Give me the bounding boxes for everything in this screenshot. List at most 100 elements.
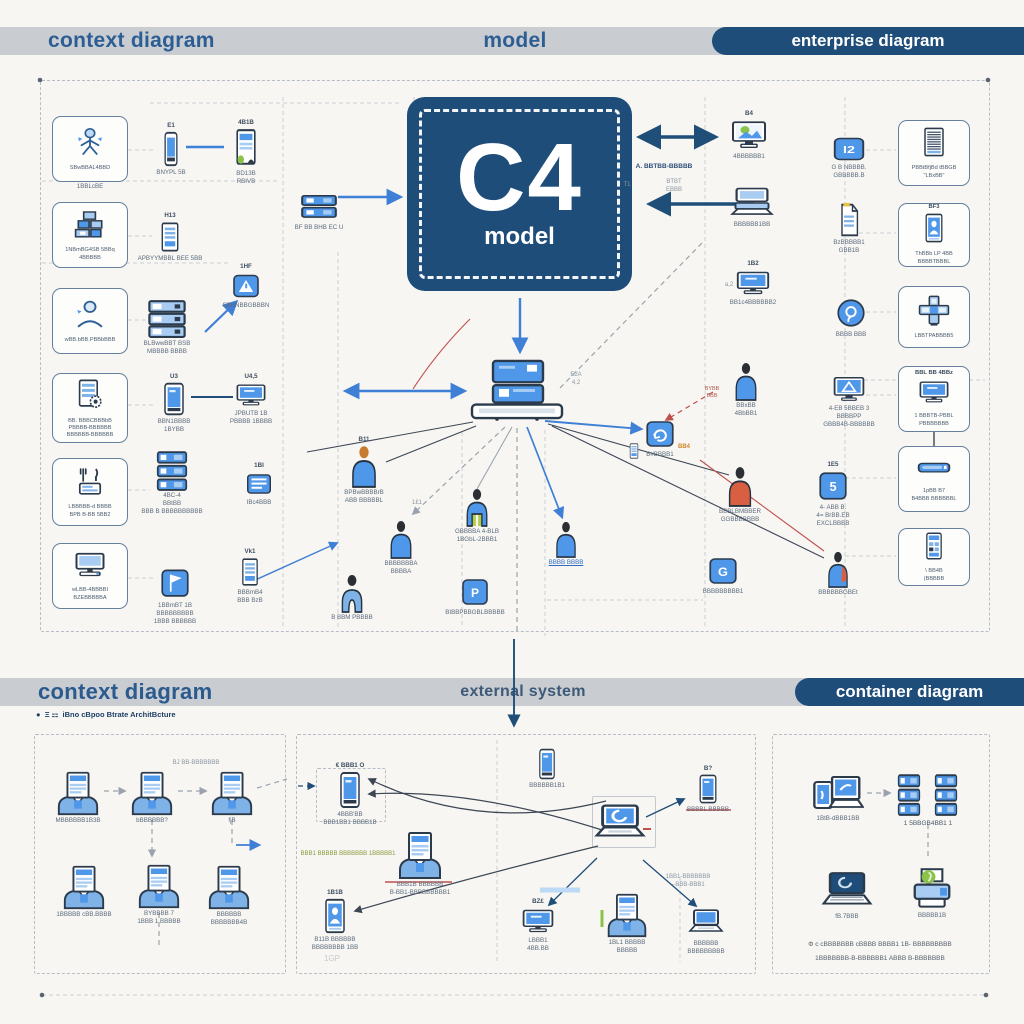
person-box-label: wBB.bBB.PBBbBBB: [64, 336, 116, 343]
server3-icon: [932, 772, 960, 816]
doc-x-node: BzBBBBB1 GBB1B: [833, 202, 865, 254]
tablet-icon: [695, 773, 721, 805]
annotation-5: 1£1: [411, 500, 423, 506]
p1-label: BPBwBBBBrB ABB BBBBBL: [344, 489, 384, 504]
box-lines-node: 1BI IBc4BBB: [244, 462, 274, 506]
p4-label: GBBBBA 4-BLB 1BGbL-2BBB1: [454, 528, 500, 543]
person-icon: [731, 361, 761, 401]
annotation-1: a,2: [724, 282, 734, 288]
server-2-label: BF BB BHB EC U: [294, 224, 344, 231]
monitor-icon: [917, 378, 951, 411]
circle-o-node: BBBB BBB: [834, 296, 868, 338]
laptop-br-label: BBBBBB BBBBBBBBB: [687, 940, 725, 955]
idcard-icon: [320, 897, 350, 935]
calc-box: \ BB4B (BBBBB: [898, 528, 970, 586]
pd-mid-label: BBB1B BBBBBB B-BB1-BBBBBBBBB1: [389, 881, 451, 896]
laptop-dk-label: fB.7BBB: [835, 913, 859, 920]
combo-icon: [812, 774, 864, 814]
monitor-icon: [234, 381, 268, 409]
server_gear-icon: [74, 377, 106, 416]
tablet-icon: [159, 381, 189, 417]
idcard-icon: [921, 212, 947, 249]
circleglyph-icon: [834, 296, 868, 330]
persondoc-icon: [396, 830, 444, 880]
doc-x-label: BzBBBBB1 GBB1B: [833, 239, 865, 254]
flag-box-label: 1BBmBT 1B BBBBBBBBB 1BBB BBBBBB: [153, 602, 197, 625]
header-context-diagram-bottom: context diagram: [38, 679, 213, 704]
tablet-icon: [335, 770, 365, 810]
tab-tr-node: B?BBBBL BBBBB: [687, 765, 729, 813]
annotation-12: Φ c cBBBBBBB cBBBB BBBB1 1B- BBBBBBBBB: [808, 941, 952, 948]
actor-box-1-sub-label: 1BBLcBE: [76, 183, 104, 190]
box-5-label: 4- ABB B. 4= BrBB.EB EXCLBBBB: [816, 504, 850, 527]
header-model: model: [483, 29, 547, 52]
p1-top-label: B11: [358, 436, 370, 443]
doc-3-label: BBBmB4 BBB BzB: [237, 589, 263, 604]
persondoc-icon: [209, 770, 255, 816]
annotation-4: BTBT EBBB: [665, 179, 683, 193]
c4-dashed-border: C4 model: [419, 109, 620, 279]
p3-label: B BBM PBBBB: [331, 614, 373, 621]
bl-2-label: bBBBBBB?: [136, 817, 168, 824]
utensils-box: LBBBBB-d BBBB BPB B-BB 5BB2: [52, 458, 128, 526]
p6-node: BBBBBBGBEt: [818, 550, 858, 596]
annotation-3: A. BBTBB-BBBBB: [635, 163, 693, 170]
doc-report-box-label: PBBtBfjBd tBBGB "LBxBB": [911, 165, 957, 179]
annotation-11: 1 5BBGB4BB1 1: [903, 820, 953, 827]
monitor-img-label: 4BBBBBB1: [733, 153, 765, 160]
pd-2-node: 1BL1 BBBBB BBBBB: [605, 892, 649, 954]
flagbox-icon: [158, 567, 192, 601]
annotation-9: BBB1 BBBBB BBBBBBB 1BBBBB1: [300, 851, 396, 857]
container-diagram-label: container diagram: [835, 682, 984, 701]
warn-label: SBBNBBGBBBN: [222, 302, 270, 309]
persondoc-icon: [136, 863, 182, 909]
doc-person-top-label: 4B1B: [238, 119, 254, 126]
persondoc-icon: [605, 892, 649, 938]
monitor-box-label: 1 BBBTB-PBBL PBBBBBBB: [914, 413, 954, 427]
laptop-rows-label: BBBBBB1BB: [733, 221, 771, 228]
box-lines-label: IBc4BBB: [246, 499, 272, 506]
person2-icon: [336, 573, 368, 613]
bl-3-label: fjB: [228, 817, 236, 824]
person-icon: [724, 465, 756, 507]
monitor_img-icon: [729, 118, 769, 152]
header-enterprise-pill: enterprise diagram: [712, 27, 1024, 55]
monitor-icon: [520, 906, 556, 936]
doc-icon: [156, 220, 184, 254]
person-icon: [462, 487, 492, 527]
person-icon: [347, 444, 381, 488]
hub-icon: [469, 359, 565, 421]
printer-node: BBBBB1B: [909, 867, 955, 919]
combo-label: 1BtB-dBBB1BB: [816, 815, 860, 822]
server-gear-box: BB. BBBCBBBbB PBBBB-BBBBBB BBBBBB-BBBBBB: [52, 373, 128, 443]
box-lines-top-label: 1BI: [254, 462, 264, 469]
pluscross-icon: [917, 294, 951, 331]
server-3-label: 4BC-4 BBtBB BBB B BBBBBBBBBB: [141, 492, 203, 515]
bl-1-label: MBBBBBB1B3B: [55, 817, 101, 824]
boxglyph-icon: I2: [830, 135, 868, 163]
bl-4-label: 1BBBBB cBB.BBBB: [56, 911, 112, 918]
server3-icon: [153, 449, 191, 491]
blocks-box: 1NBmBG4SB 5BBq 4BBBBB: [52, 202, 128, 268]
monitor-2-top-label: 1B2: [747, 260, 759, 267]
tablet-g-label: 4BBB'BB BBB1BB1 BBBB1B: [323, 811, 377, 826]
persondoc-icon: [55, 770, 101, 816]
tablet-i2-label: G B NBBBB. GBBBBB.B: [831, 164, 867, 179]
mon-bl-top-label: BZ£: [532, 898, 544, 905]
srv-a-node: [895, 772, 923, 816]
cross-box: LBBTPABBBB5: [898, 286, 970, 348]
monitor-sm-label: JPBUTB 1B PBBBB 1BBBB: [229, 410, 273, 425]
srv-b-node: [932, 772, 960, 816]
